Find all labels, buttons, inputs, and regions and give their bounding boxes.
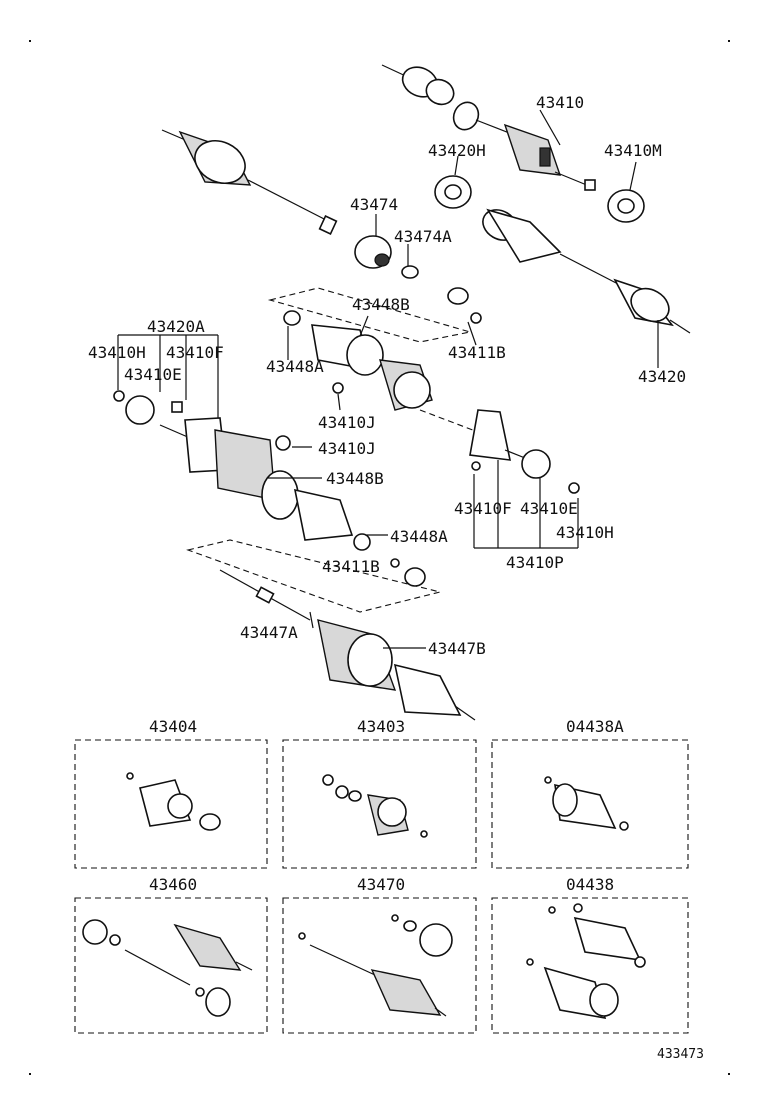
lower-shaft <box>219 569 476 721</box>
label-43410H-right: 43410H <box>556 523 614 542</box>
label-43410E-left: 43410E <box>124 365 182 384</box>
corner-marks <box>29 40 730 1075</box>
right-shaft-lower <box>482 208 691 334</box>
label-43474A: 43474A <box>394 227 452 246</box>
bearing-43420H <box>434 175 472 209</box>
kit-box-43404: 43404 <box>74 717 268 869</box>
left-shaft-upper <box>161 129 338 235</box>
kit-label-04438: 04438 <box>566 875 614 894</box>
kit-boundary-upper <box>267 287 471 343</box>
boot-cluster-upper <box>283 287 482 411</box>
label-43410: 43410 <box>536 93 584 112</box>
label-43410J-a: 43410J <box>318 413 376 432</box>
label-43410J-b: 43410J <box>318 439 376 458</box>
label-43420H: 43420H <box>428 141 486 160</box>
kit-label-43470: 43470 <box>357 875 405 894</box>
joint-43411B-lower <box>390 558 426 587</box>
kit-box-04438: 04438 <box>491 875 689 1034</box>
joint-43410P <box>469 409 580 494</box>
label-43410P: 43410P <box>506 553 564 572</box>
label-43411B-left: 43411B <box>322 557 380 576</box>
kit-box-43403: 43403 <box>282 717 477 869</box>
kit-label-43460: 43460 <box>149 875 197 894</box>
label-43420: 43420 <box>638 367 686 386</box>
label-43411B-right: 43411B <box>448 343 506 362</box>
label-43410E-right: 43410E <box>520 499 578 518</box>
label-43410F-right: 43410F <box>454 499 512 518</box>
label-43420A: 43420A <box>147 317 205 336</box>
kit-box-43470: 43470 <box>282 875 477 1034</box>
label-43447A: 43447A <box>240 623 298 642</box>
label-43448A-mid: 43448A <box>390 527 448 546</box>
label-43448B-top: 43448B <box>352 295 410 314</box>
label-43447B: 43447B <box>428 639 486 658</box>
kit-label-43404: 43404 <box>149 717 197 736</box>
label-43410M: 43410M <box>604 141 662 160</box>
kit-box-43460: 43460 <box>74 875 268 1034</box>
dash-connector <box>419 409 479 433</box>
label-43474: 43474 <box>350 195 398 214</box>
hub-assembly-left <box>113 390 371 551</box>
label-43410F-left: 43410F <box>166 343 224 362</box>
kit-label-04438A: 04438A <box>566 717 624 736</box>
joint-43474 <box>354 235 419 279</box>
bearing-43410M <box>607 189 645 223</box>
leader-lines <box>117 109 659 649</box>
kit-label-43403: 43403 <box>357 717 405 736</box>
figure-id: 433473 <box>657 1047 704 1062</box>
kit-boundary-lower <box>186 539 441 613</box>
part-labels: 43410 43420H 43410M 43474 43474A 43448B … <box>88 93 686 658</box>
right-shaft-upper <box>381 64 596 191</box>
label-43448B-mid: 43448B <box>326 469 384 488</box>
label-43410H-left: 43410H <box>88 343 146 362</box>
kit-box-04438A: 04438A <box>491 717 689 869</box>
label-43448A-top: 43448A <box>266 357 324 376</box>
